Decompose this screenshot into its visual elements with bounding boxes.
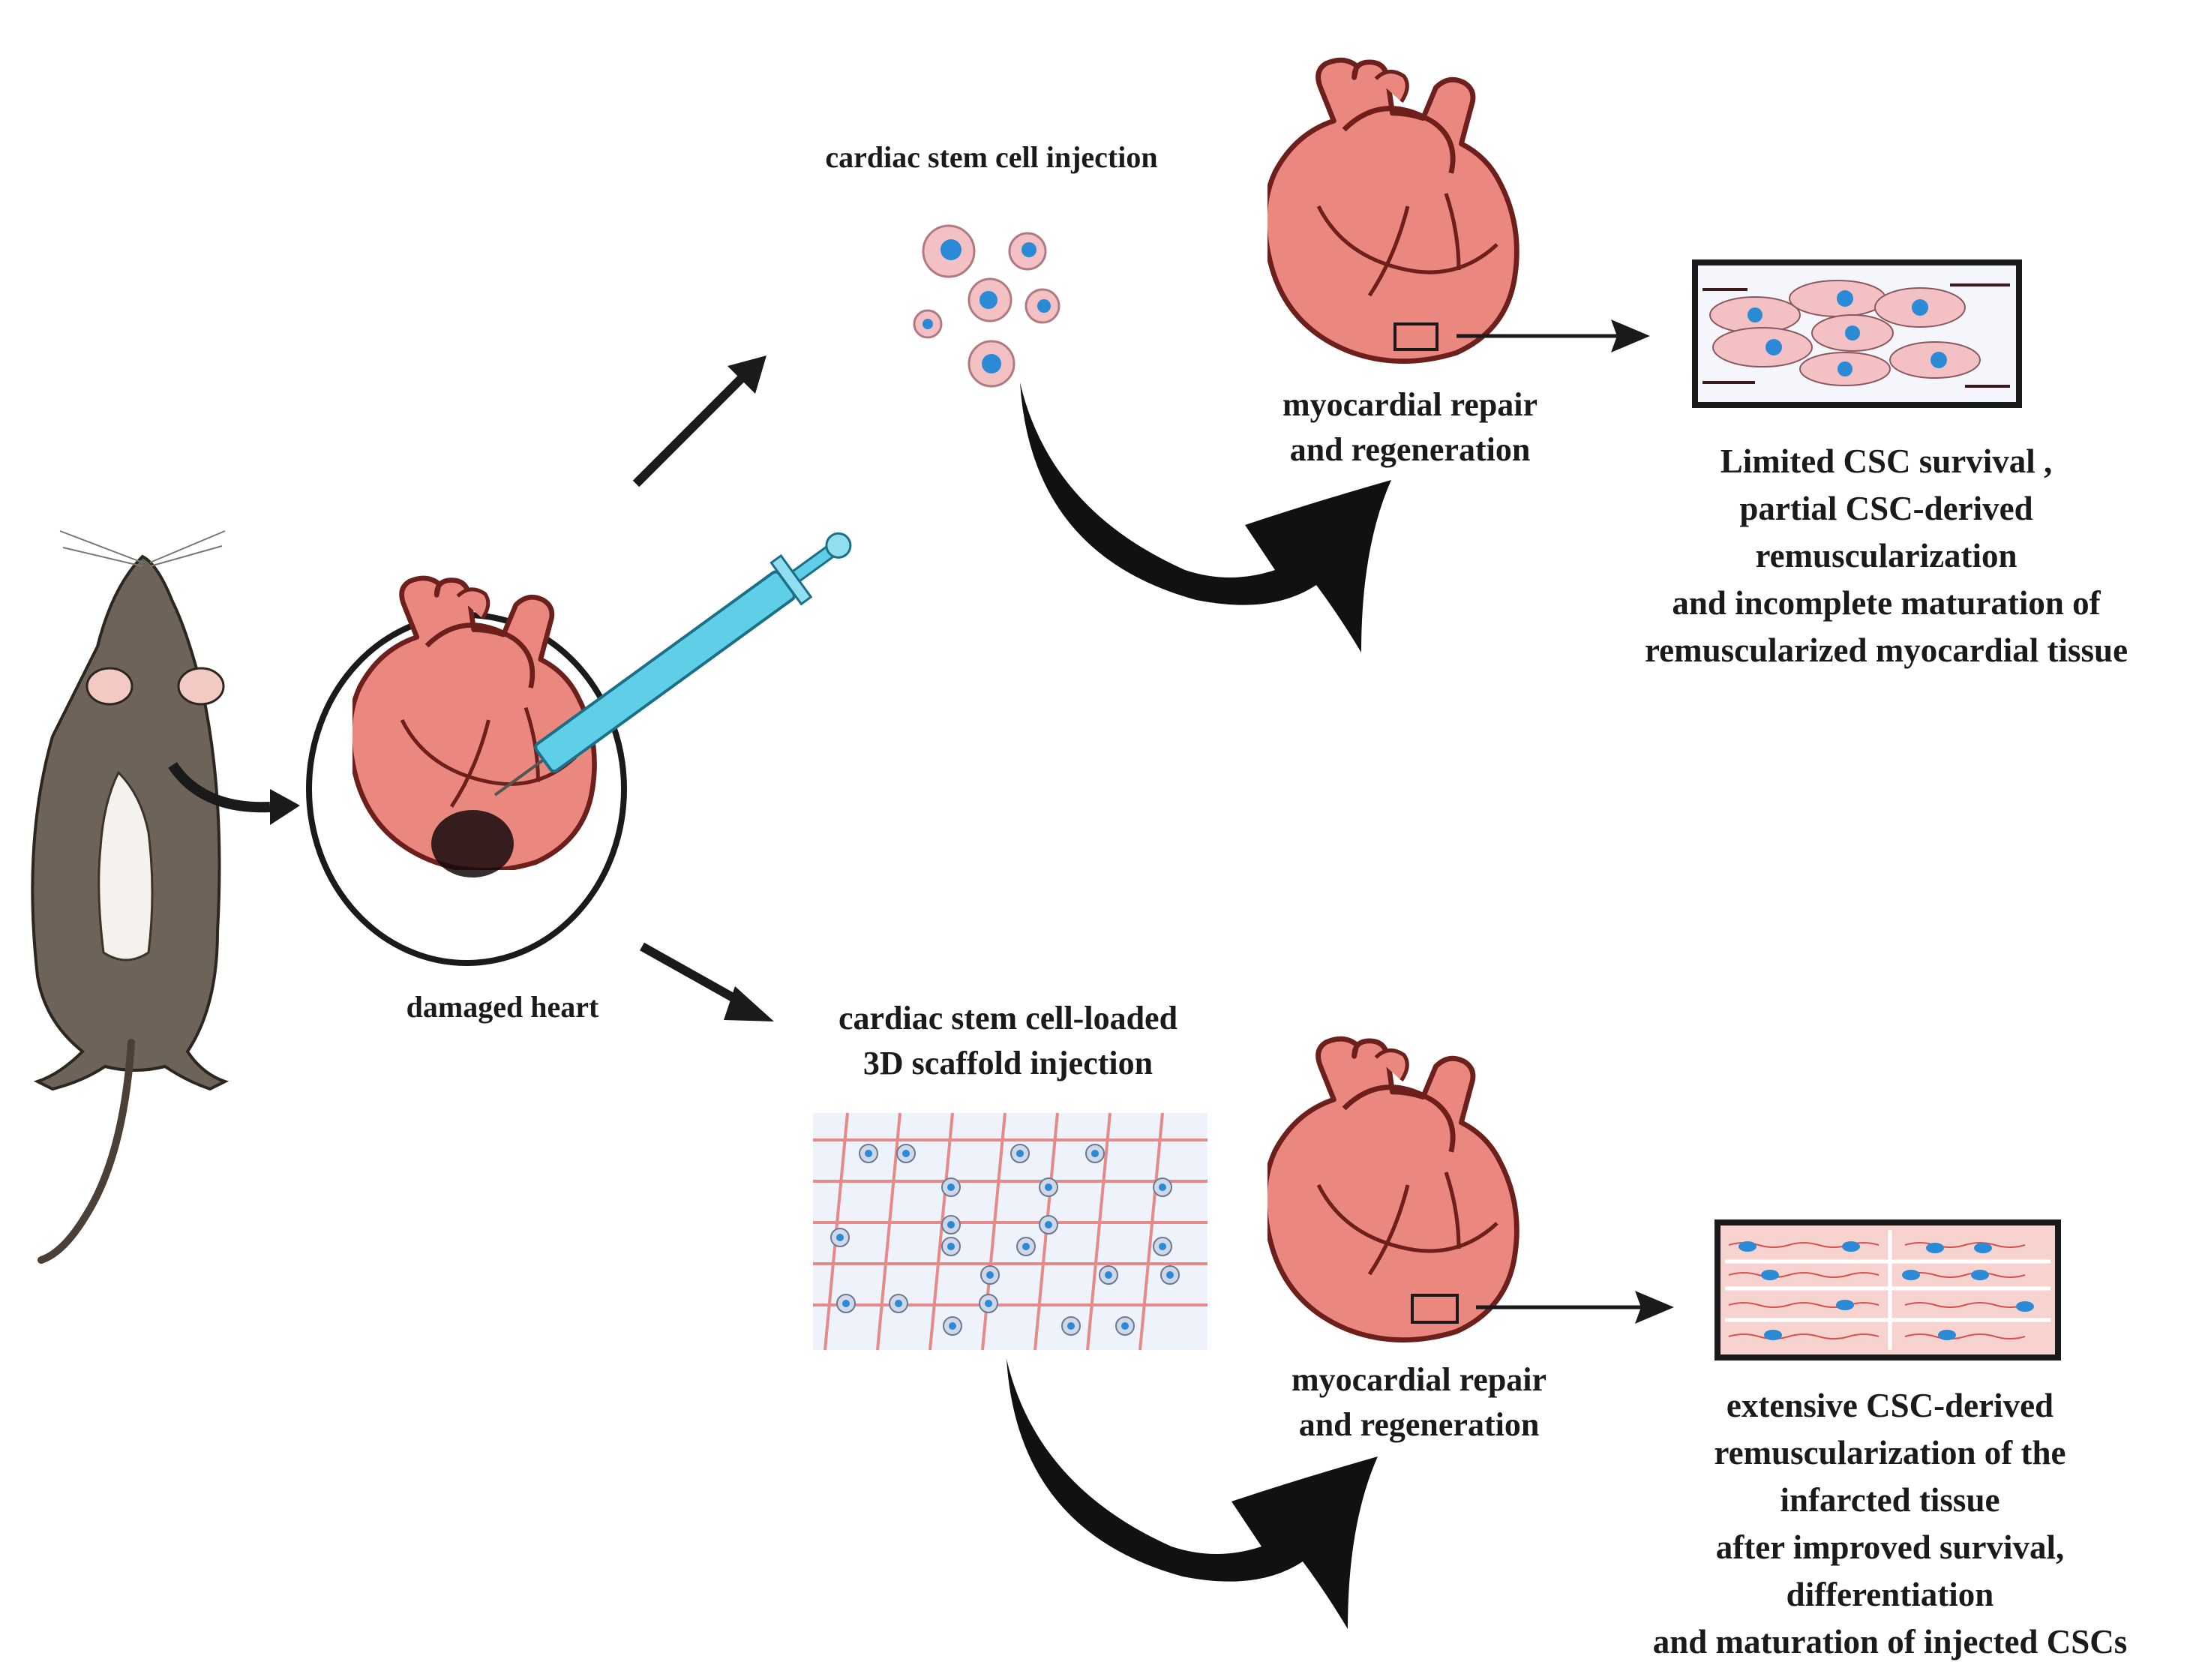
label-repair-top: myocardial repair and regeneration: [1282, 386, 1538, 468]
arrowhead-to-scaffold-injection: [724, 986, 774, 1022]
repaired-heart-bottom: [1264, 1039, 1516, 1340]
label-csc-injection: cardiac stem cell injection: [825, 140, 1158, 174]
top-curved-arrow: [1020, 382, 1391, 652]
arrowhead-to-csc-injection: [728, 356, 766, 394]
mouse-to-heart-arrowhead: [270, 789, 300, 825]
arrow-to-csc-injection: [632, 375, 745, 488]
syringe-icon: [494, 532, 852, 796]
label-damaged-heart: damaged heart: [406, 990, 599, 1024]
stem-cells-cluster: [913, 224, 1060, 388]
label-outcome-top: Limited CSC survival , partial CSC-deriv…: [1644, 442, 2128, 669]
zoom-arrowhead-bottom: [1635, 1291, 1674, 1324]
mouse-illustration: [31, 530, 230, 1264]
tissue-inset-bottom: [1714, 1220, 2061, 1360]
repaired-heart-top: [1264, 60, 1516, 361]
tissue-inset-top: [1692, 260, 2022, 408]
zoom-box-top: [1394, 322, 1438, 351]
scaffold-grid: [813, 1112, 1208, 1351]
label-outcome-bottom: extensive CSC-derived remuscularization …: [1652, 1387, 2128, 1660]
zoom-arrowhead-top: [1611, 320, 1650, 352]
infarct-spot: [431, 810, 514, 878]
zoom-box-bottom: [1411, 1294, 1459, 1324]
label-repair-bottom: myocardial repair and regeneration: [1291, 1361, 1547, 1443]
mouse-to-heart-arrow: [168, 761, 271, 813]
bottom-curved-arrow: [1006, 1359, 1378, 1629]
label-scaffold-injection: cardiac stem cell-loaded 3D scaffold inj…: [838, 1000, 1178, 1082]
arrow-to-scaffold-injection: [640, 942, 748, 1010]
